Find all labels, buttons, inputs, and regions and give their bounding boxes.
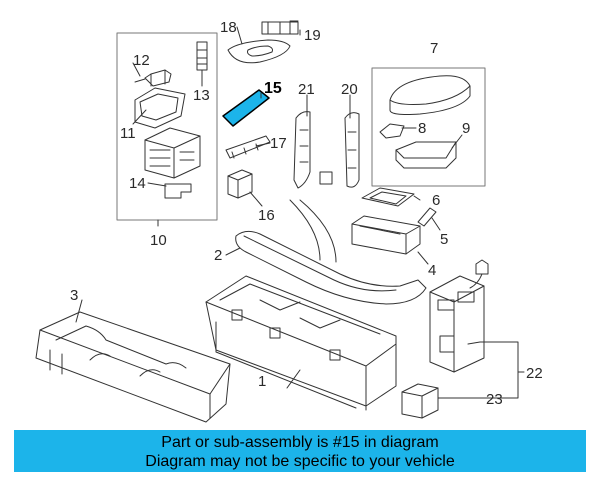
- part-17-bracket: [225, 135, 271, 159]
- callout-5: 5: [440, 231, 448, 248]
- callout-12: 12: [133, 52, 150, 69]
- callout-16: 16: [258, 207, 275, 224]
- part-10-block: [144, 127, 201, 179]
- part-2-trim: [235, 199, 427, 305]
- info-banner: Part or sub-assembly is #15 in diagram D…: [14, 430, 586, 472]
- callout-21: 21: [298, 81, 315, 98]
- callout-23: 23: [486, 391, 503, 408]
- part-5-clip: [417, 207, 437, 227]
- callout-11: 11: [120, 125, 136, 142]
- callout-20: 20: [341, 81, 358, 98]
- leader-lines: [75, 20, 525, 399]
- callout-6: 6: [432, 192, 440, 209]
- part-18-bezel: [227, 39, 291, 64]
- banner-line-1: Part or sub-assembly is #15 in diagram: [161, 434, 439, 451]
- part-11-bracket: [134, 87, 186, 129]
- callout-8: 8: [418, 120, 426, 137]
- callout-19: 19: [304, 27, 321, 44]
- part-8-latch: [379, 123, 405, 139]
- callout-3: 3: [70, 287, 78, 304]
- part-13-switch: [196, 41, 208, 71]
- callout-15: 15: [264, 80, 282, 97]
- callout-14: 14: [129, 175, 146, 192]
- part-1-console: [205, 275, 397, 411]
- callout-9: 9: [462, 120, 470, 137]
- callout-4: 4: [428, 262, 436, 279]
- callout-1: 1: [258, 373, 266, 390]
- callout-22: 22: [526, 365, 543, 382]
- callout-labels: 1 2 3 4 5 6 7 8 9 10 11 12 13 14 15 16 1…: [70, 19, 543, 408]
- part-12-knob: [134, 69, 172, 87]
- callout-13: 13: [193, 87, 210, 104]
- part-22-rear-bezel: [429, 259, 489, 373]
- part-21-trim: [293, 111, 311, 189]
- group-box-10: [116, 32, 218, 221]
- part-19-switch: [261, 21, 299, 35]
- group-box-7: [371, 67, 486, 187]
- part-6-panel: [361, 187, 415, 207]
- part-9-tray: [395, 141, 457, 169]
- callout-17: 17: [270, 135, 287, 152]
- part-3-console-side: [35, 311, 231, 423]
- part-23-bin: [401, 383, 439, 419]
- callout-2: 2: [214, 247, 222, 264]
- callout-18: 18: [220, 19, 237, 36]
- part-7-lid: [389, 75, 471, 115]
- part-14-clip: [164, 183, 192, 199]
- part-16-block: [227, 169, 253, 199]
- callout-10: 10: [150, 232, 167, 249]
- part-20-trim: [319, 112, 360, 188]
- part-15-highlighted: [222, 89, 270, 127]
- part-4-bin: [351, 215, 421, 255]
- callout-7: 7: [430, 40, 438, 57]
- banner-line-2: Diagram may not be specific to your vehi…: [145, 453, 455, 470]
